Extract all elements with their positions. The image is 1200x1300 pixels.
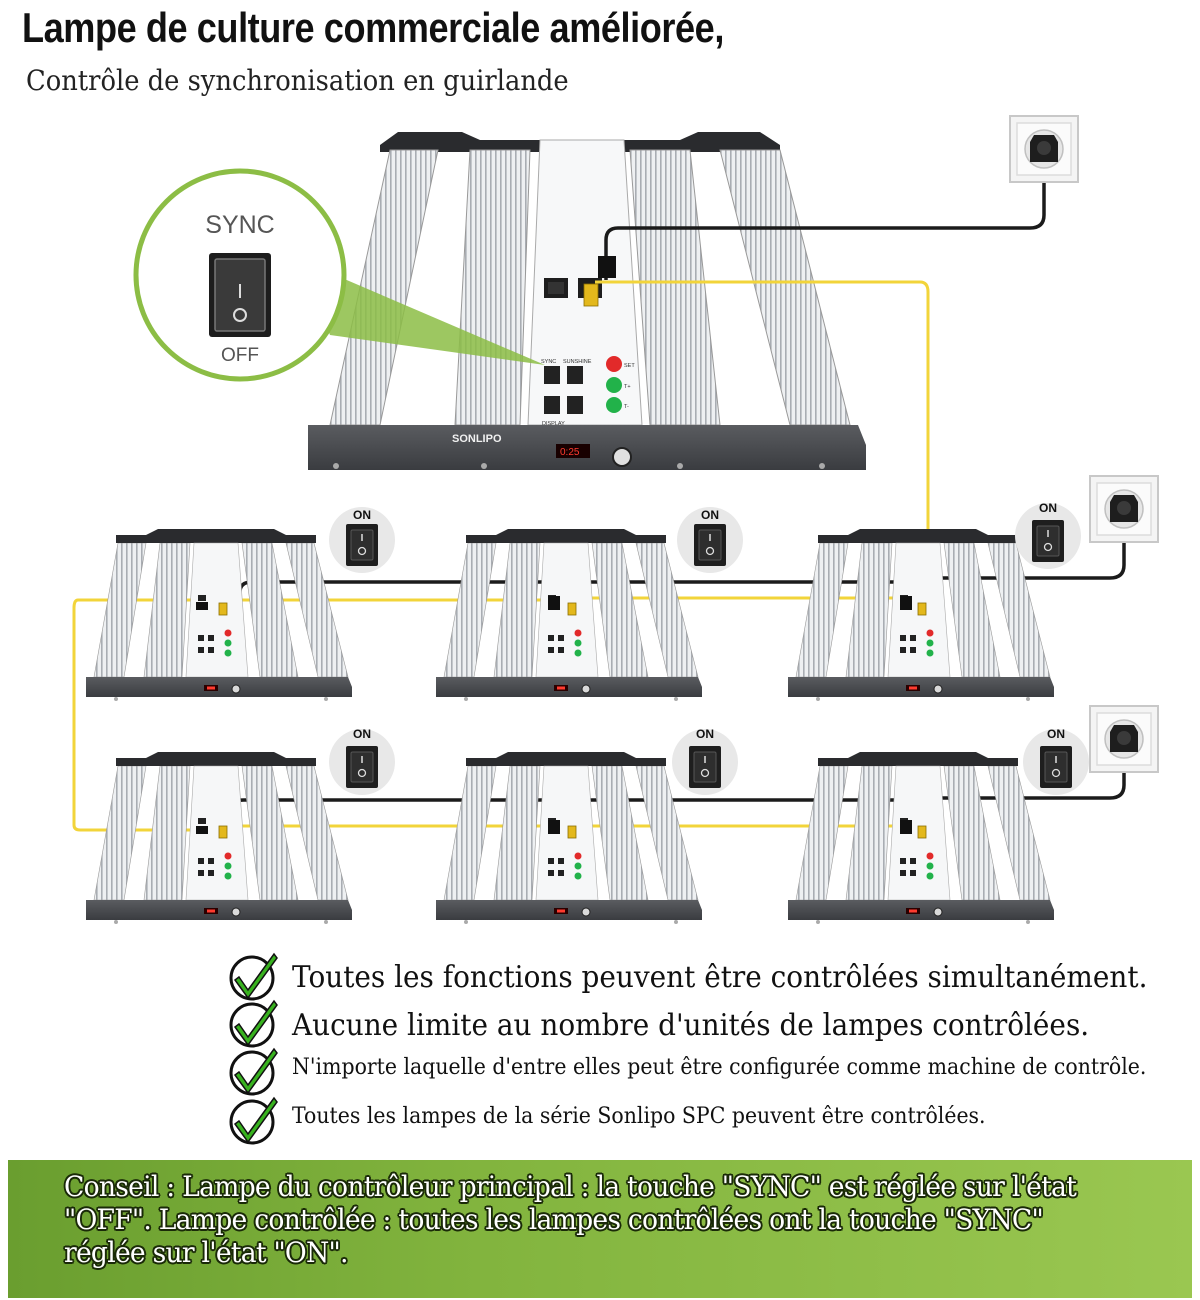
on-switch-5-label: ON: [696, 727, 714, 741]
feature-3: N'importe laquelle d'entre elles peut êt…: [292, 1055, 1147, 1080]
panel-tminus-label: T-: [624, 404, 629, 410]
master-brand: SONLIPO: [452, 433, 502, 445]
on-switch-5: ON: [671, 727, 739, 796]
feature-2: Aucune limite au nombre d'unités de lamp…: [292, 1008, 1090, 1043]
tip-text: Conseil : Lampe du contrôleur principal …: [64, 1170, 1077, 1269]
page-subtitle: Contrôle de synchronisation en guirlande: [26, 64, 569, 97]
on-switch-6: ON: [1022, 727, 1090, 796]
on-switch-3-label: ON: [1039, 501, 1057, 515]
on-switch-2-label: ON: [701, 508, 719, 522]
on-switch-3: ON: [1014, 501, 1082, 570]
check-icon: [229, 952, 278, 1001]
on-switch-1-label: ON: [353, 508, 371, 522]
sync-label: SYNC: [205, 211, 274, 239]
on-switch-4: ON: [328, 727, 396, 796]
off-label: OFF: [221, 345, 259, 366]
panel-sync-label: SYNC: [541, 359, 556, 365]
panel-sunshine-label: SUNSHINE: [563, 359, 592, 365]
wall-outlet-2: [1089, 475, 1159, 543]
daisy-chain-diagram: SYNC SUNSHINE DISPLAY SET T+ T- SONLIPO …: [72, 115, 1159, 1145]
master-sync-callout: SYNC OFF: [133, 168, 347, 382]
master-grow-light: SYNC SUNSHINE DISPLAY SET T+ T- SONLIPO …: [308, 132, 866, 470]
panel-display-label: DISPLAY: [542, 421, 565, 427]
page-title: Lampe de culture commerciale améliorée,: [22, 4, 724, 51]
panel-set-label: SET: [624, 363, 635, 369]
on-switch-6-label: ON: [1047, 727, 1065, 741]
panel-tplus-label: T+: [624, 384, 631, 390]
wall-outlet-1: [1009, 115, 1079, 183]
master-display: 0:25: [560, 447, 580, 458]
sync-connectors: [218, 283, 927, 839]
wall-outlet-3: [1089, 705, 1159, 773]
check-icon: [229, 1047, 278, 1096]
power-plugs: [196, 256, 912, 834]
check-icon: [229, 1096, 278, 1145]
on-switch-2: ON: [676, 506, 744, 574]
callout-wedge: [300, 260, 545, 365]
sync-switch-off: [209, 253, 271, 337]
tip-banner: Conseil : Lampe du contrôleur principal …: [8, 1160, 1192, 1298]
on-switch-1: ON: [328, 506, 396, 574]
feature-1: Toutes les fonctions peuvent être contrô…: [292, 960, 1148, 995]
feature-4: Toutes les lampes de la série Sonlipo SP…: [292, 1104, 986, 1129]
check-icon: [229, 999, 278, 1048]
on-switch-4-label: ON: [353, 727, 371, 741]
